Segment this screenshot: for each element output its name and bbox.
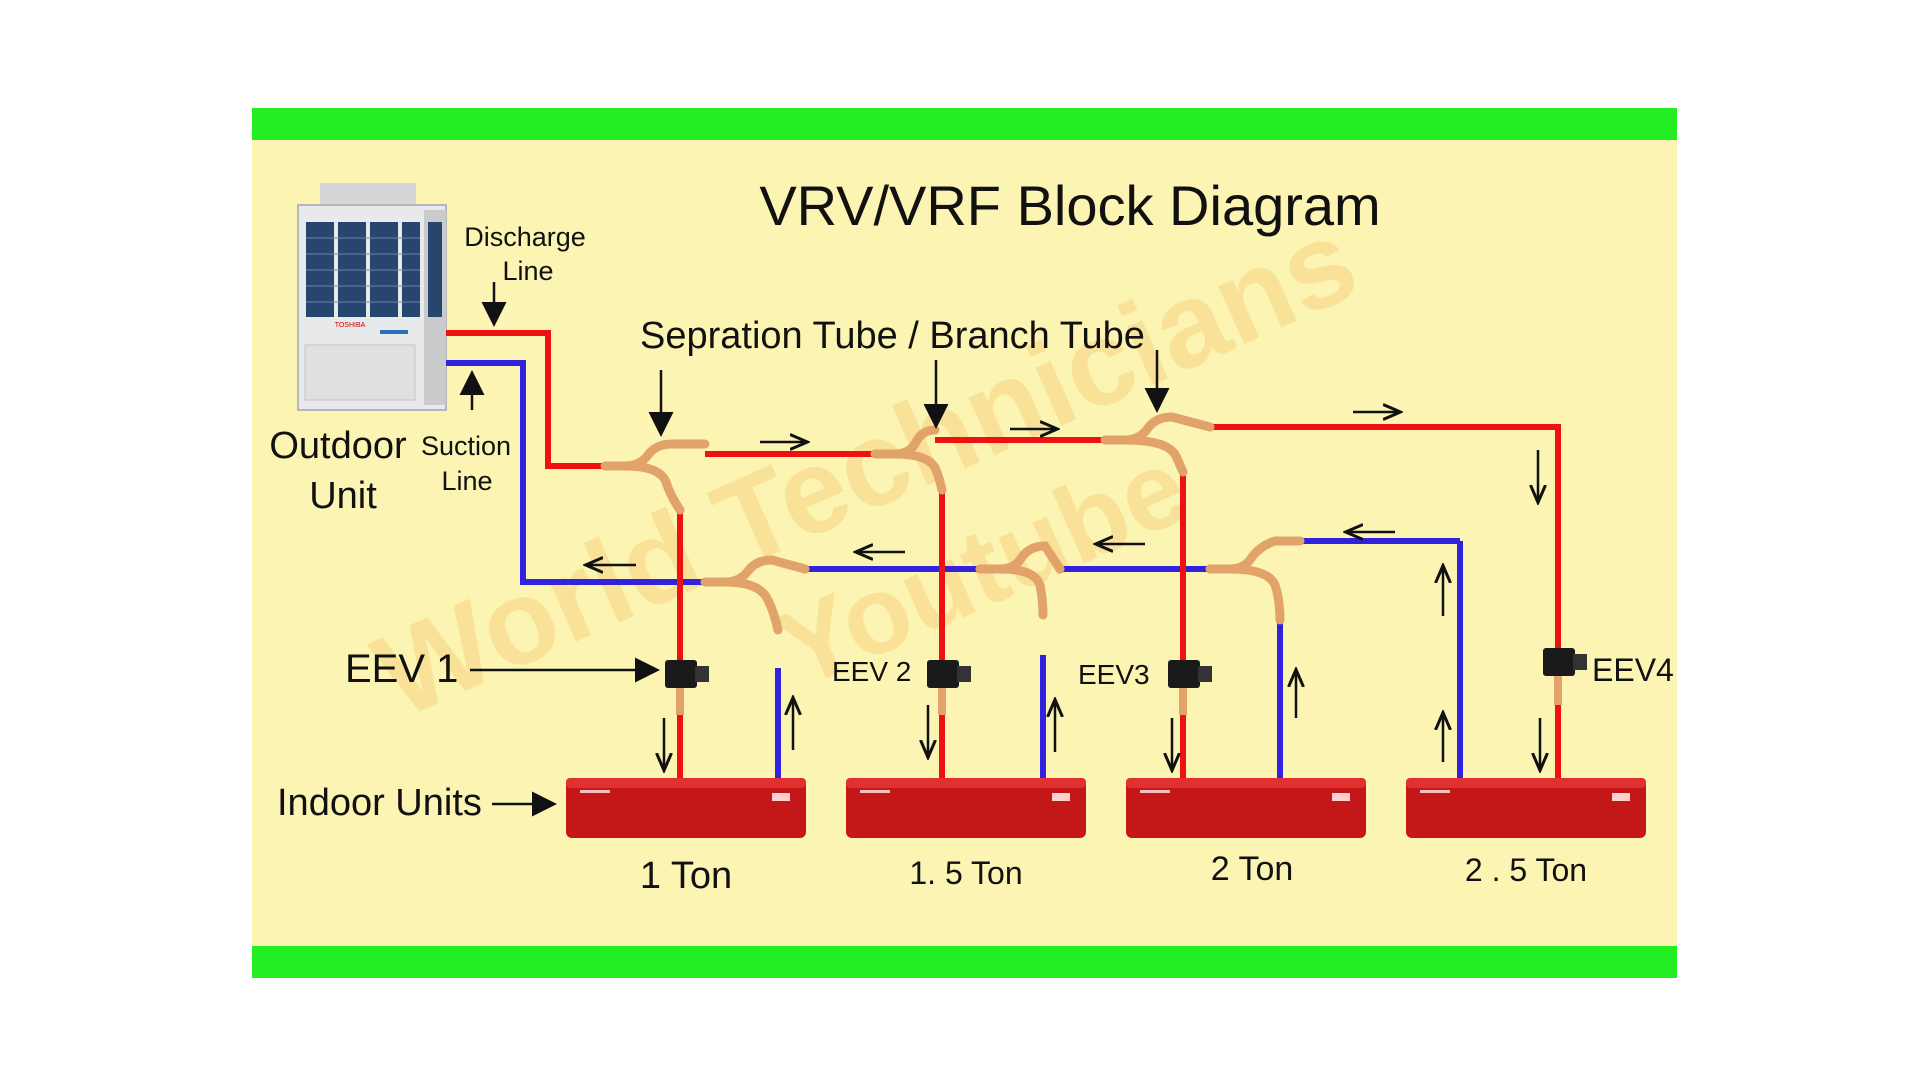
suction-line: [446, 360, 1463, 780]
discharge-line-label-line1: Discharge: [464, 222, 586, 252]
indoor-unit-3-capacity: 2 Ton: [1211, 850, 1294, 888]
indoor-unit-1: [566, 778, 806, 838]
eev-valve-2: [927, 660, 971, 715]
eev-label-1: EEV 1: [345, 647, 458, 691]
outdoor-unit-label-line1: Outdoor: [269, 425, 407, 467]
flow-arrows: [588, 412, 1540, 768]
indoor-unit-4-capacity: 2 . 5 Ton: [1465, 852, 1587, 888]
top-green-bar: [252, 108, 1677, 140]
separation-tube-label: Sepration Tube / Branch Tube: [640, 315, 1145, 357]
indoor-unit-2-capacity: 1. 5 Ton: [909, 855, 1022, 891]
branch-tubes: [600, 412, 1305, 635]
indoor-unit-4: [1406, 778, 1646, 838]
outdoor-unit-label-line2: Unit: [309, 475, 377, 517]
eev-label-4: EEV4: [1592, 652, 1674, 688]
indoor-unit-1-capacity: 1 Ton: [640, 855, 732, 897]
pointer-arrows: [459, 282, 1170, 817]
discharge-line-label-line2: Line: [502, 256, 553, 286]
eev-valve-1: [665, 660, 709, 715]
indoor-unit-3: [1126, 778, 1366, 838]
outdoor-unit: TOSHIBA: [297, 183, 447, 411]
bottom-green-bar: [252, 946, 1677, 978]
eev-valve-4: [1543, 648, 1587, 705]
eev-label-2: EEV 2: [832, 656, 911, 687]
eev-valve-3: [1168, 660, 1212, 715]
outdoor-unit-brand: TOSHIBA: [335, 322, 366, 329]
indoor-unit-2: [846, 778, 1086, 838]
diagram-title: VRV/VRF Block Diagram: [759, 174, 1380, 237]
eev-label-3: EEV3: [1078, 659, 1150, 690]
suction-line-label-line2: Line: [441, 466, 492, 496]
suction-line-label-line1: Suction: [421, 431, 511, 461]
indoor-units-label: Indoor Units: [277, 782, 482, 824]
